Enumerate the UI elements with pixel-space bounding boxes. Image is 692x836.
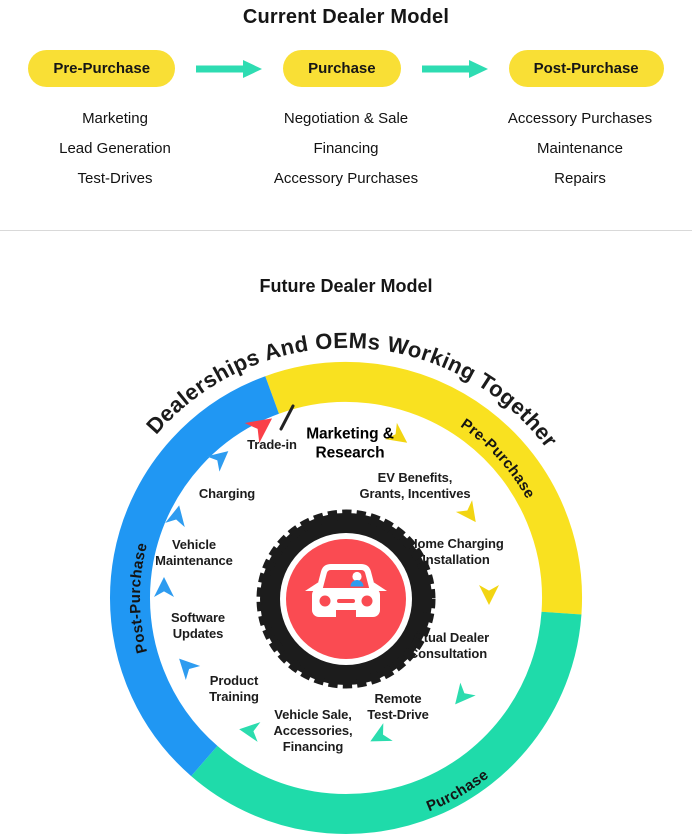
- stage-item: Marketing: [82, 110, 148, 127]
- step-marketing-research: Marketing & Research: [306, 425, 394, 462]
- ring-segment-post-purchase: [110, 376, 280, 777]
- cycle-arrow-icon: [447, 682, 476, 711]
- stage-item: Accessory Purchases: [273, 170, 419, 187]
- ring-segment-purchase: [191, 611, 582, 834]
- step-vehicle-sale: Vehicle Sale, Accessories, Financing: [273, 707, 353, 754]
- stage-columns: Marketing Lead Generation Test-Drives Ne…: [0, 104, 692, 204]
- step-charging: Charging: [198, 486, 256, 502]
- stage-item: Repairs: [554, 170, 606, 187]
- stage-item: Maintenance: [537, 140, 623, 157]
- stage-pill-purchase: Purchase: [283, 50, 401, 87]
- future-model-wheel: Dealerships And OEMs Working Together Pr…: [110, 328, 583, 834]
- cycle-arrow-icon: [154, 577, 174, 597]
- ring-segment-pre-purchase: [265, 361, 583, 615]
- section-divider: [0, 230, 692, 231]
- stage-item: Accessory Purchases: [507, 110, 653, 127]
- step-remote-test-drive: Remote Test-Drive: [367, 691, 429, 722]
- stage-pill-pre-purchase: Pre-Purchase: [28, 50, 176, 87]
- ring-label-post-purchase: Post-Purchase: [127, 541, 151, 655]
- flow-arrow-icon: [421, 59, 488, 78]
- restart-slash-icon: [279, 404, 295, 431]
- step-home-charging: Home Charging Installation: [408, 536, 504, 567]
- pre-purchase-items: Marketing Lead Generation Test-Drives: [0, 104, 230, 194]
- purchase-items: Negotiation & Sale Financing Accessory P…: [231, 104, 461, 194]
- stage-flow: Pre-Purchase Purchase Post-Purchase: [0, 50, 692, 87]
- car-icon: [305, 564, 387, 617]
- cycle-arrow-icon: [455, 500, 484, 529]
- stage-item: Negotiation & Sale: [283, 110, 409, 127]
- stage-item: Test-Drives: [77, 170, 153, 187]
- current-model-title: Current Dealer Model: [242, 6, 450, 28]
- cycle-arrow-icon: [479, 585, 499, 605]
- step-trade-in: Trade-in: [247, 437, 297, 453]
- step-vehicle-maintenance: Vehicle Maintenance: [155, 537, 233, 568]
- flow-arrow-icon: [196, 59, 263, 78]
- stage-item: Financing: [313, 140, 379, 157]
- post-purchase-items: Accessory Purchases Maintenance Repairs: [465, 104, 692, 194]
- step-ev-benefits: EV Benefits, Grants, Incentives: [359, 470, 471, 501]
- cycle-arrow-icon: [171, 651, 201, 680]
- stage-item: Lead Generation: [59, 140, 171, 157]
- cycle-arrow-icon: [237, 719, 261, 742]
- step-virtual-dealer: Virtual Dealer Consultation: [406, 630, 490, 661]
- cycle-arrow-icon: [365, 723, 393, 751]
- step-software-updates: Software Updates: [170, 610, 226, 641]
- future-model-title: Future Dealer Model: [259, 276, 433, 296]
- step-product-training: Product Training: [209, 673, 259, 704]
- stage-pill-post-purchase: Post-Purchase: [508, 50, 664, 87]
